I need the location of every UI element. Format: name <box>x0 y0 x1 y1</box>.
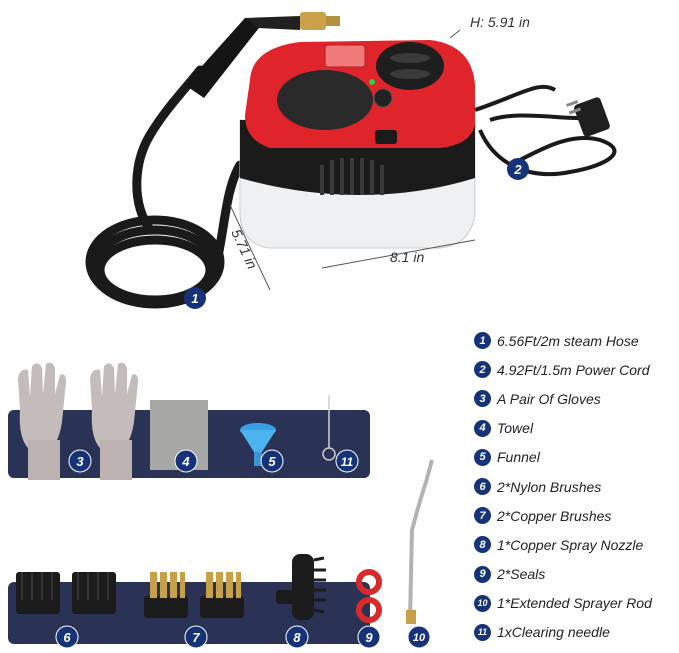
callout-5: 5 <box>260 449 284 473</box>
callout-10: 10 <box>407 625 431 649</box>
callout-7: 7 <box>184 625 208 649</box>
svg-text:3: 3 <box>76 454 84 469</box>
legend-item: 10 1*Extended Sprayer Rod <box>474 589 674 618</box>
legend-number-badge: 3 <box>474 390 491 408</box>
legend-number-badge: 7 <box>474 507 491 525</box>
dimension-lines <box>229 29 476 291</box>
legend-item-text: 4.92Ft/1.5m Power Cord <box>497 361 650 378</box>
svg-text:9: 9 <box>365 630 373 645</box>
legend-item: 11 1xClearing needle <box>474 618 674 647</box>
legend-item-text: 1*Extended Sprayer Rod <box>497 595 652 612</box>
width-dimension-label: 8.1 in <box>390 249 424 265</box>
legend-number-badge: 11 <box>474 623 491 641</box>
legend-number-badge: 8 <box>474 536 491 554</box>
legend-item: 8 1*Copper Spray Nozzle <box>474 530 674 559</box>
steam-hose <box>85 65 245 309</box>
legend-item: 6 2*Nylon Brushes <box>474 472 674 501</box>
accessories-panel-bottom: 6 7 8 9 10 <box>8 459 434 649</box>
legend-number-badge: 4 <box>474 419 491 437</box>
legend-item-text: 1*Copper Spray Nozzle <box>497 536 644 553</box>
legend-number-badge: 9 <box>474 565 491 583</box>
callout-1: 1 <box>184 287 206 309</box>
svg-text:7: 7 <box>192 630 200 645</box>
svg-text:2: 2 <box>513 162 522 177</box>
callout-9: 9 <box>357 625 381 649</box>
legend-item-text: 2*Seals <box>497 566 546 583</box>
callout-11: 11 <box>335 449 359 473</box>
nylon-brushes <box>16 572 116 614</box>
legend-item: 9 2*Seals <box>474 560 674 589</box>
height-dimension-label: H: 5.91 in <box>470 14 530 30</box>
callout-2: 2 <box>507 158 529 180</box>
legend-item-text: Funnel <box>497 449 540 466</box>
accessories-panel-top: 3 4 5 11 <box>8 362 370 480</box>
svg-text:5: 5 <box>268 454 276 469</box>
callout-4: 4 <box>174 449 198 473</box>
extended-sprayer-rod <box>406 459 434 624</box>
legend-item: 2 4.92Ft/1.5m Power Cord <box>474 355 674 384</box>
legend-number-badge: 1 <box>474 332 491 350</box>
svg-text:4: 4 <box>181 454 190 469</box>
funnel <box>240 423 276 466</box>
legend-number-badge: 5 <box>474 448 491 466</box>
gloves <box>18 362 138 480</box>
legend-item-text: 2*Copper Brushes <box>497 507 612 524</box>
components-legend: 1 6.56Ft/2m steam Hose 2 4.92Ft/1.5m Power… <box>474 326 674 647</box>
legend-item: 4 Towel <box>474 414 674 443</box>
legend-item: 1 6.56Ft/2m steam Hose <box>474 326 674 355</box>
spray-nozzle <box>276 554 326 620</box>
legend-item: 5 Funnel <box>474 443 674 472</box>
callout-8: 8 <box>285 625 309 649</box>
power-plug <box>566 97 610 137</box>
svg-text:11: 11 <box>341 455 354 469</box>
legend-item-text: 2*Nylon Brushes <box>497 478 602 495</box>
callout-6: 6 <box>55 625 79 649</box>
legend-item: 7 2*Copper Brushes <box>474 501 674 530</box>
legend-item: 3 A Pair Of Gloves <box>474 384 674 413</box>
legend-item-text: 6.56Ft/2m steam Hose <box>497 332 639 349</box>
svg-text:10: 10 <box>413 632 426 644</box>
seals <box>356 569 382 623</box>
legend-number-badge: 6 <box>474 478 491 496</box>
svg-text:6: 6 <box>63 630 71 645</box>
copper-brushes <box>144 572 244 618</box>
steamer-body <box>239 40 476 249</box>
legend-item-text: Towel <box>497 420 534 437</box>
clearing-needle <box>322 395 336 461</box>
svg-text:1: 1 <box>191 291 198 306</box>
legend-number-badge: 10 <box>474 594 491 612</box>
legend-item-text: 1xClearing needle <box>497 624 610 641</box>
legend-item-text: A Pair Of Gloves <box>497 390 601 407</box>
svg-text:8: 8 <box>293 630 301 645</box>
callout-3: 3 <box>68 449 92 473</box>
legend-number-badge: 2 <box>474 361 491 379</box>
spray-handle <box>185 12 340 98</box>
steamer-illustration: H: 5.91 in 5.71 in 8.1 in 1 2 <box>85 12 617 309</box>
